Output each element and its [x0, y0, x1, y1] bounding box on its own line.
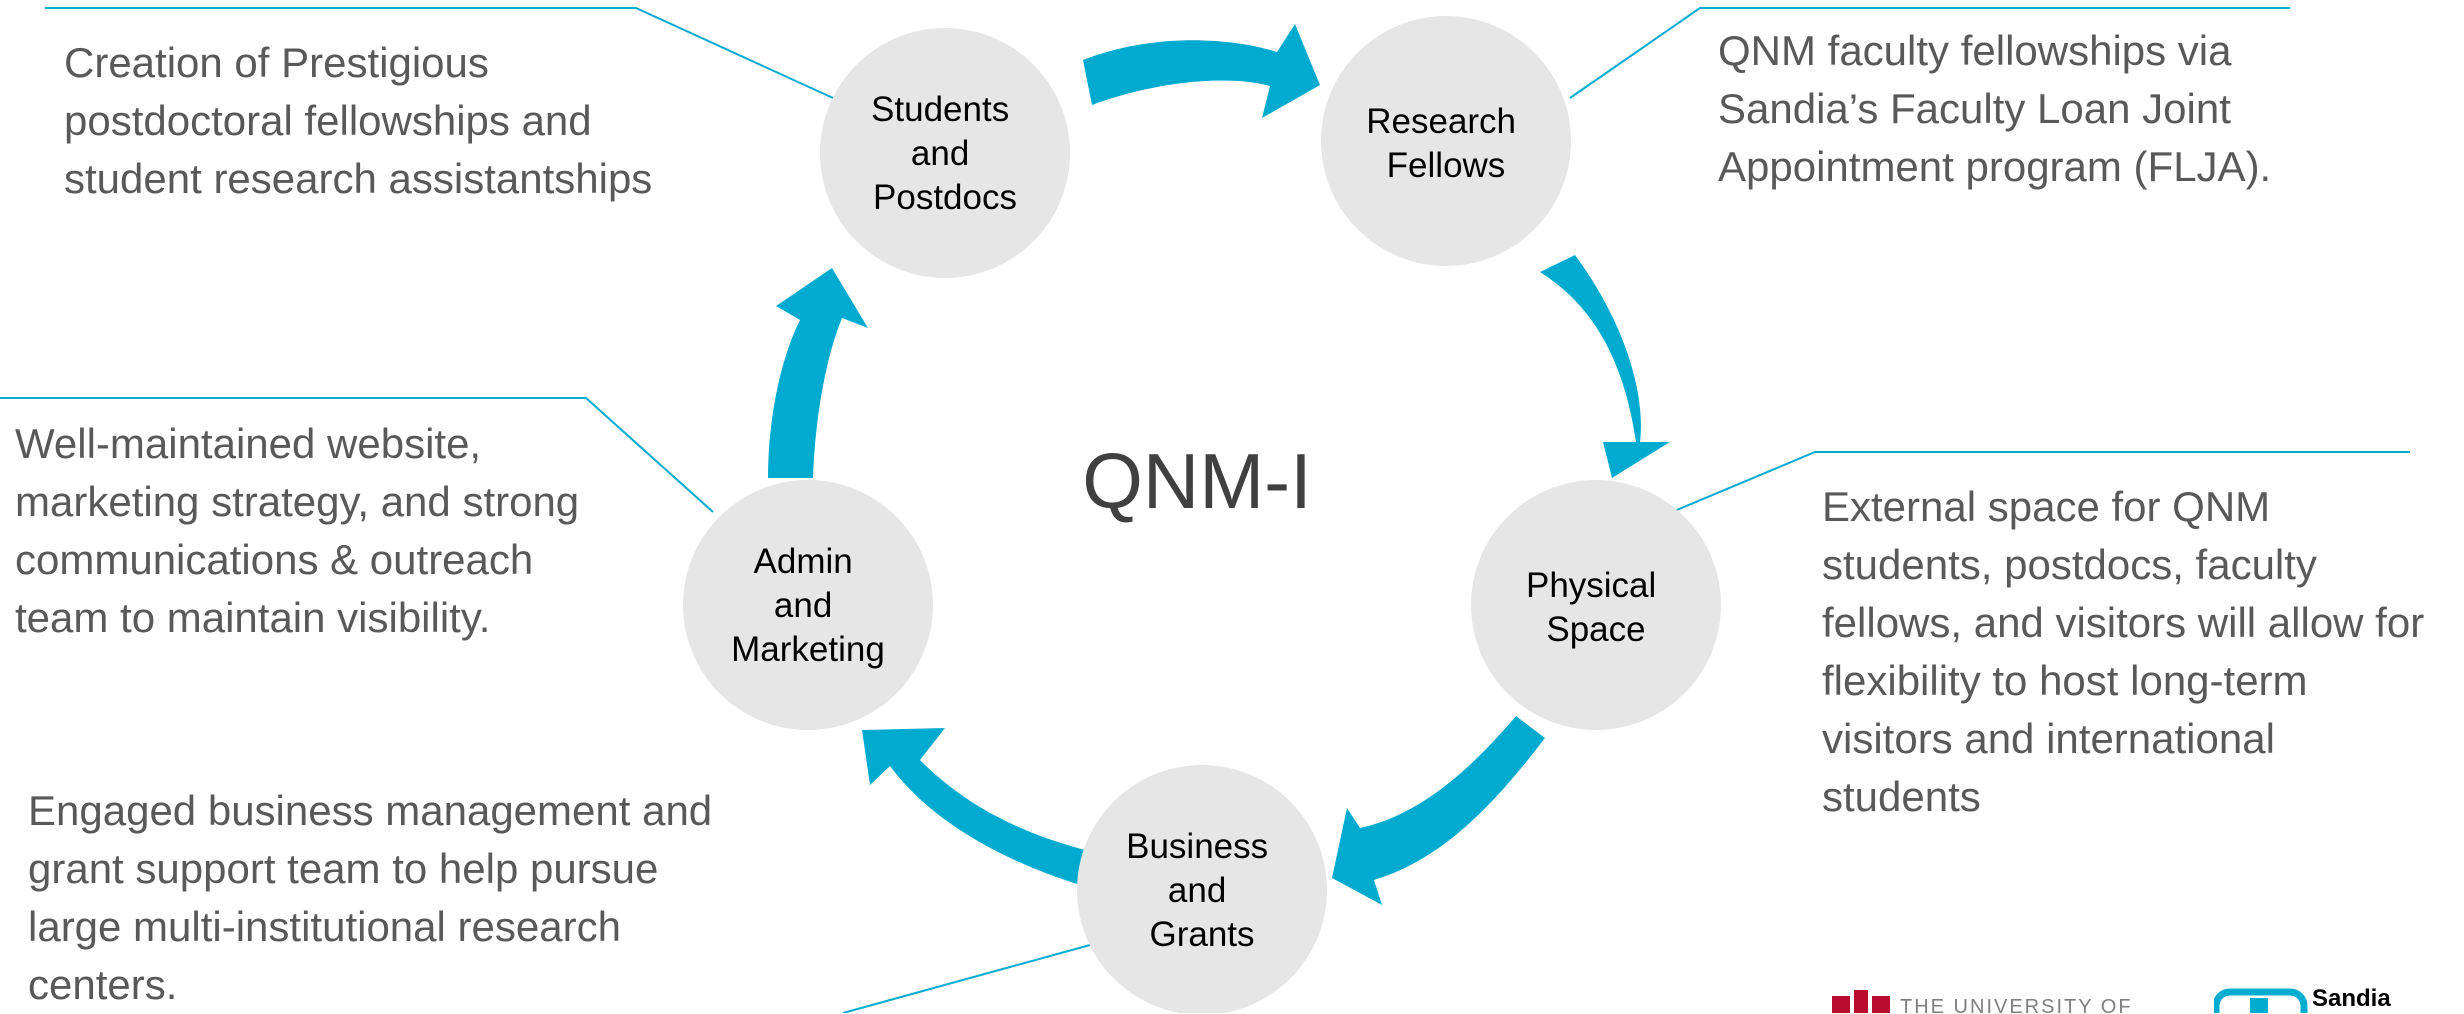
node-fellows-label: Research Fellows [1366, 102, 1526, 185]
node-fellows-line-1: Research [1366, 102, 1516, 141]
node-business-line-2: and [1168, 871, 1226, 910]
cycle-arrows [768, 24, 1670, 905]
node-space-circle [1471, 480, 1721, 730]
node-students: Students and Postdocs [820, 28, 1070, 278]
connector-fellows [1569, 7, 2290, 99]
node-admin-line-1: Admin [754, 542, 853, 581]
node-business-line-1: Business [1126, 827, 1268, 866]
node-fellows: Research Fellows [1321, 16, 1571, 266]
node-students-line-3: Postdocs [873, 178, 1017, 217]
connector-students [45, 7, 834, 99]
node-space-line-2: Space [1546, 610, 1645, 649]
arrow-space-to-business [1332, 716, 1545, 905]
arrow-fellows-to-space [1540, 255, 1670, 478]
connector-business [842, 944, 1091, 1013]
sandia-logo-mark-bar [2250, 998, 2268, 1013]
node-students-line-2: and [911, 134, 969, 173]
description-admin: Well-maintained website, marketing strat… [15, 420, 580, 641]
node-admin-line-3: Marketing [731, 630, 885, 669]
sandia-logo-text: Sandia [2312, 985, 2391, 1012]
node-fellows-circle [1321, 16, 1571, 266]
arrow-business-to-admin [862, 728, 1085, 885]
node-admin-circle [683, 480, 933, 730]
node-space: Physical Space [1471, 480, 1721, 730]
node-business-label: Business and Grants [1126, 827, 1278, 954]
node-space-line-1: Physical [1526, 566, 1656, 605]
connector-space [1671, 451, 2410, 513]
sandia-logo-mark [2214, 988, 2308, 1013]
description-space: External space for QNM students, postdoc… [1822, 483, 2425, 820]
node-business-line-3: Grants [1149, 915, 1254, 954]
node-students-circle [820, 28, 1070, 278]
arrow-admin-to-students [768, 268, 868, 478]
node-space-label: Physical Space [1526, 566, 1666, 649]
description-business: Engaged business management and grant su… [28, 787, 713, 1008]
description-students: Creation of Prestigious postdoctoral fel… [64, 39, 653, 202]
node-business-circle [1077, 765, 1327, 1013]
sandia-logo: Sandia [2214, 985, 2391, 1013]
node-admin: Admin and Marketing [683, 480, 933, 730]
center-title: QNM-I [1082, 437, 1312, 525]
description-fellows: QNM faculty fellowships via Sandia’s Fac… [1718, 27, 2272, 190]
arrow-students-to-fellows [1083, 24, 1320, 118]
unm-logo: THE UNIVERSITY OF [1832, 990, 2133, 1013]
unm-logo-mark [1832, 990, 1890, 1013]
node-admin-label: Admin and Marketing [731, 542, 885, 669]
node-admin-line-2: and [774, 586, 832, 625]
node-students-line-1: Students [871, 90, 1009, 129]
connector-lines [0, 7, 2410, 1013]
node-students-label: Students and Postdocs [871, 90, 1019, 217]
node-business: Business and Grants [1077, 765, 1327, 1013]
node-fellows-line-2: Fellows [1387, 146, 1506, 185]
connector-admin [0, 397, 714, 513]
unm-logo-text: THE UNIVERSITY OF [1900, 996, 2133, 1013]
